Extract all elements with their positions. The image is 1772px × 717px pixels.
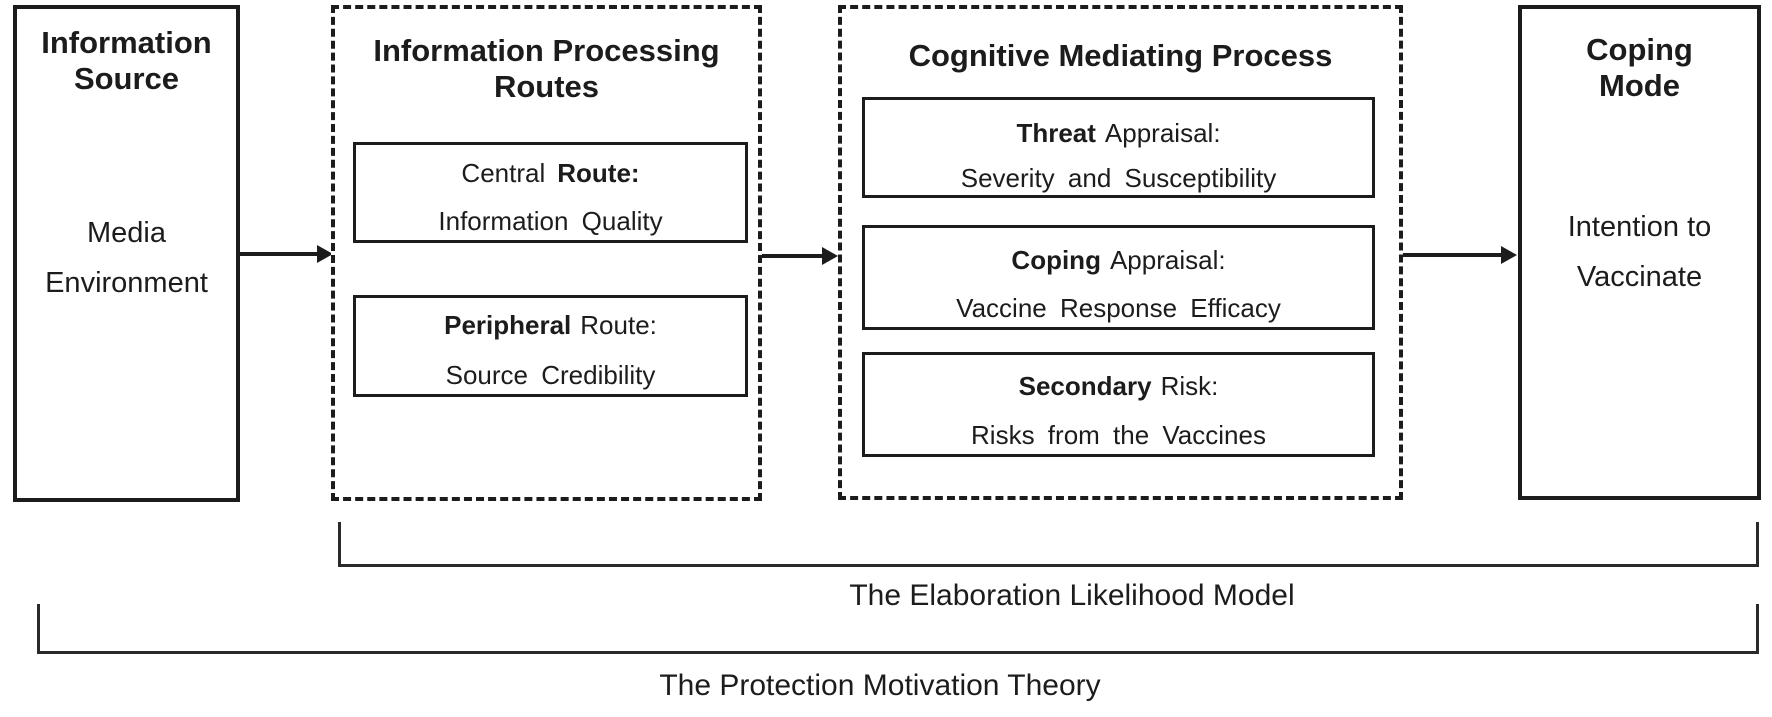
information-source-box: Information Source Media Environment — [13, 5, 240, 502]
cognitive-process-title: Cognitive Mediating Process — [908, 38, 1333, 73]
coping-appraisal-head-rest: Appraisal: — [1109, 245, 1226, 275]
media-environment-line2: Environment — [45, 267, 208, 299]
pmt-label: The Protection Motivation Theory — [659, 669, 1101, 702]
coping-mode-title: Coping Mode — [1522, 32, 1757, 104]
arrow-right-icon-3 — [1403, 246, 1517, 264]
threat-appraisal-head-rest: Appraisal: — [1104, 118, 1221, 148]
information-source-title: Information Source — [17, 25, 236, 97]
media-environment-label: Media Environment — [17, 208, 236, 308]
central-route-head-word: Central — [461, 158, 546, 188]
coping-mode-box: Coping Mode Intention to Vaccinate — [1518, 5, 1761, 500]
threat-appraisal-box: Threat Appraisal: Severity and Susceptibi… — [862, 97, 1375, 198]
intention-line2: Vaccinate — [1576, 261, 1703, 293]
processing-routes-title-line1: Information Processing — [373, 33, 720, 68]
peripheral-route-heading: Peripheral Route: — [356, 305, 745, 345]
secondary-risk-heading: Secondary Risk: — [865, 366, 1372, 406]
coping-appraisal-body: Vaccine Response Efficacy — [956, 293, 1281, 323]
central-route-heading: Central Route: — [356, 153, 745, 193]
coping-mode-title-line1: Coping — [1586, 32, 1693, 67]
elm-bracket — [338, 522, 1759, 567]
coping-appraisal-heading: Coping Appraisal: — [865, 240, 1372, 280]
peripheral-route-box: Peripheral Route: Source Credibility — [353, 295, 748, 397]
peripheral-route-body: Source Credibility — [445, 360, 656, 390]
coping-appraisal-head-word: Coping — [1011, 245, 1101, 275]
processing-routes-title: Information Processing Routes — [335, 33, 758, 105]
central-route-box: Central Route: Information Quality — [353, 142, 748, 243]
arrow-right-icon-2 — [762, 247, 838, 265]
peripheral-route-head-rest: Route: — [580, 310, 657, 340]
threat-appraisal-heading: Threat Appraisal: — [865, 113, 1372, 153]
arrow-right-icon-1 — [240, 245, 333, 263]
intention-to-vaccinate-label: Intention to Vaccinate — [1522, 202, 1757, 302]
intention-line1: Intention to — [1567, 211, 1712, 243]
secondary-risk-box: Secondary Risk: Risks from the Vaccines — [862, 352, 1375, 457]
elm-label: The Elaboration Likelihood Model — [849, 579, 1295, 612]
central-route-body: Information Quality — [438, 206, 663, 236]
media-environment-line1: Media — [87, 217, 166, 249]
central-route-head-rest: Route: — [557, 158, 640, 188]
secondary-risk-body: Risks from the Vaccines — [971, 420, 1266, 450]
peripheral-route-head-word: Peripheral — [444, 310, 572, 340]
threat-appraisal-body: Severity and Susceptibility — [960, 163, 1277, 193]
pmt-bracket — [37, 604, 1759, 654]
secondary-risk-head-rest: Risk: — [1160, 371, 1219, 401]
information-source-title-line1: Information — [41, 25, 212, 60]
coping-appraisal-box: Coping Appraisal: Vaccine Response Effica… — [862, 225, 1375, 330]
processing-routes-title-line2: Routes — [493, 69, 600, 104]
secondary-risk-head-word: Secondary — [1018, 371, 1152, 401]
coping-mode-title-line2: Mode — [1599, 68, 1680, 103]
information-source-title-line2: Source — [73, 61, 180, 96]
threat-appraisal-head-word: Threat — [1016, 118, 1096, 148]
